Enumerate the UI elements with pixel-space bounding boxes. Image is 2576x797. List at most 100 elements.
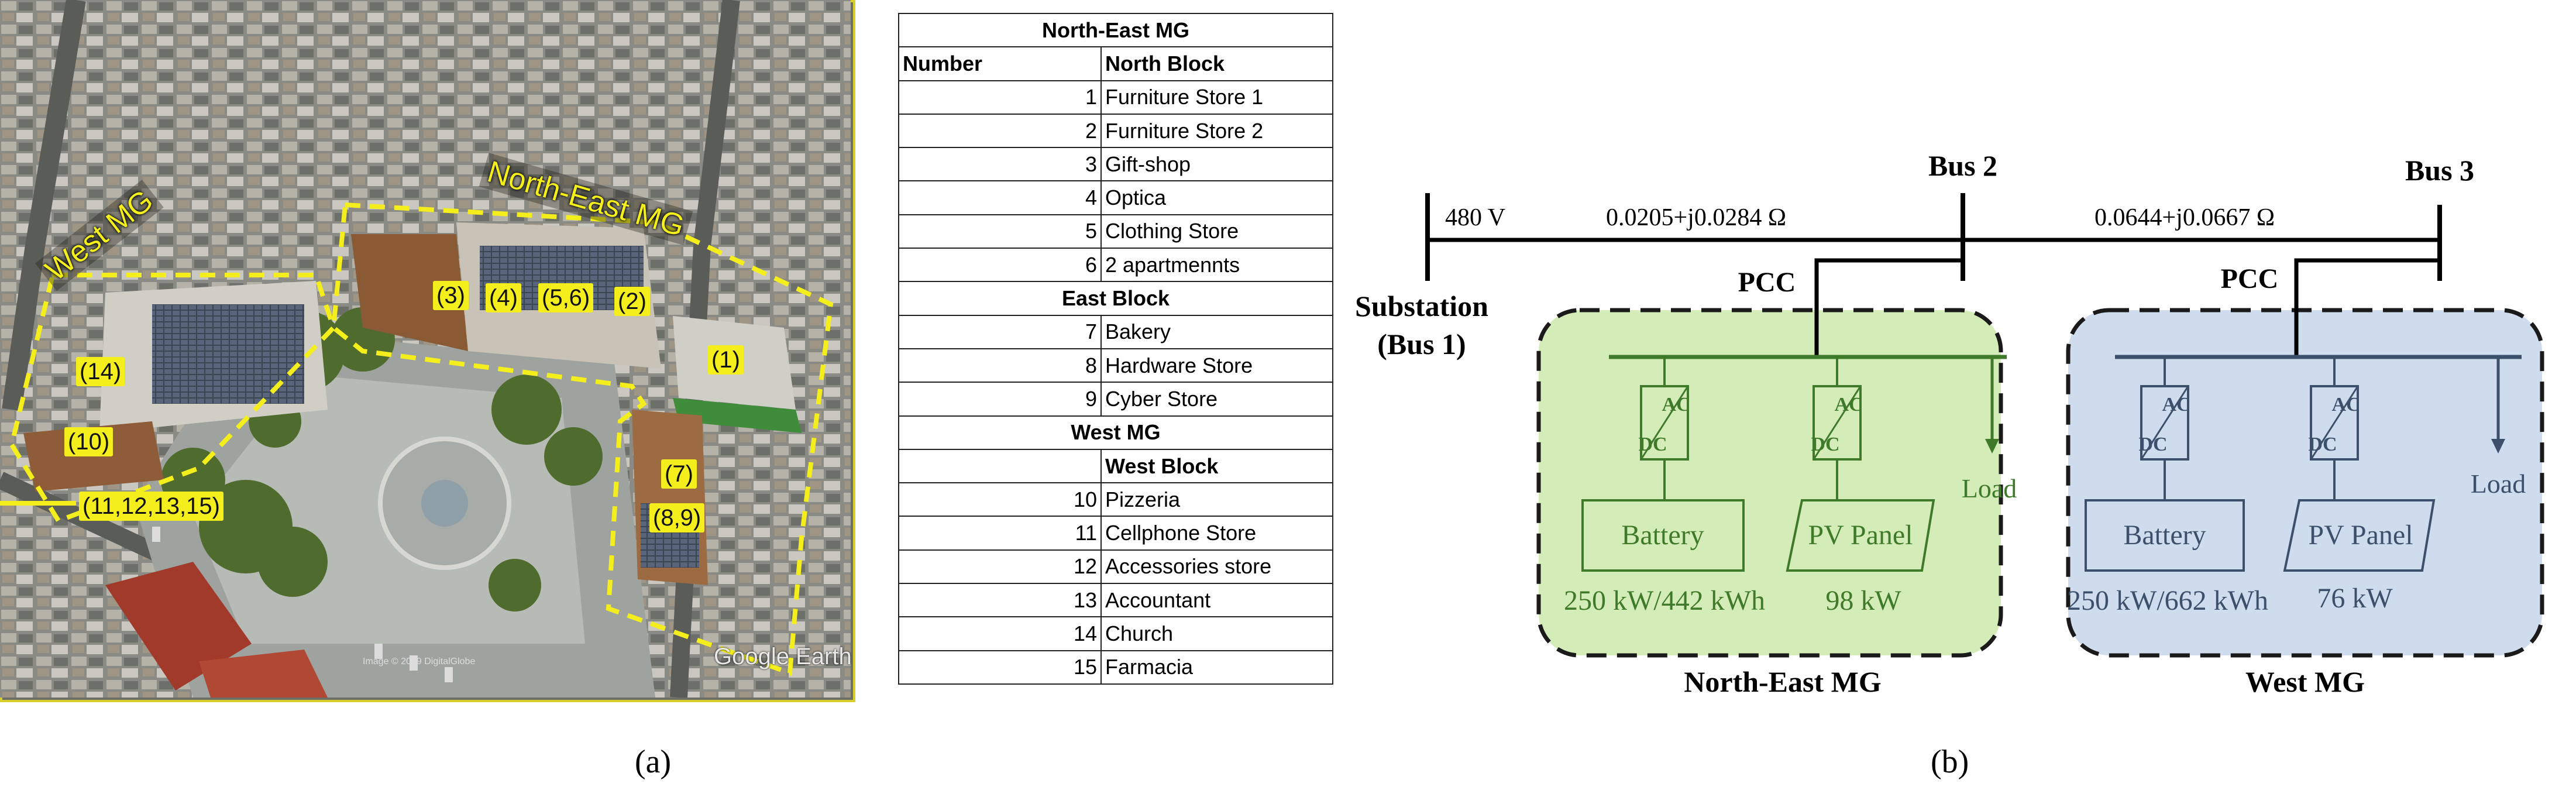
imagery-credit: Image © 2019 DigitalGlobe <box>363 657 476 667</box>
ne-pv-converter-dc: DC <box>1811 434 1839 455</box>
row-number: 3 <box>898 147 1102 182</box>
line-impedance-2-3: 0.0644+j0.0667 Ω <box>2094 204 2275 231</box>
ne-battery-converter-dc: DC <box>1638 434 1667 455</box>
building-label-3: (3) <box>433 281 469 310</box>
column-header-number: Number <box>898 46 1102 81</box>
pcc-label-west: PCC <box>2221 263 2279 294</box>
west-battery-converter-ac: AC <box>2162 394 2190 415</box>
west-battery-label: Battery <box>2123 520 2206 551</box>
one-line-diagram-svg: Bus 2 Bus 3 480 V 0.0205+j0.0284 Ω 0.064… <box>1355 149 2544 698</box>
table-row: West MG <box>898 415 1333 450</box>
pcc-label-ne: PCC <box>1738 267 1796 298</box>
table-row: East Block <box>898 281 1333 316</box>
row-name: Cellphone Store <box>1100 516 1333 551</box>
west-battery-box <box>2085 499 2245 572</box>
row-number: 10 <box>898 482 1102 517</box>
table-header-row: Number North Block <box>898 46 1333 81</box>
table-subheader-west-block: West Block <box>1100 448 1333 484</box>
microgrid-diagram: Bus 2 Bus 3 480 V 0.0205+j0.0284 Ω 0.064… <box>1346 135 2576 720</box>
building-label-5-6: (5,6) <box>538 283 594 312</box>
bus2-label: Bus 2 <box>1928 149 1997 182</box>
building-label-8-9: (8,9) <box>649 503 705 533</box>
caption-a: (a) <box>635 744 672 780</box>
ne-load-arrow <box>1985 439 1999 454</box>
row-name: Cyber Store <box>1100 382 1333 417</box>
building-label-2: (2) <box>614 287 650 316</box>
row-number: 8 <box>898 348 1102 383</box>
ne-pv-rating: 98 kW <box>1825 585 1901 616</box>
row-name: Furniture Store 1 <box>1100 80 1333 115</box>
west-pv-converter-dc: DC <box>2308 434 2337 455</box>
column-header-north-block: North Block <box>1100 46 1333 81</box>
row-name: Farmacia <box>1100 650 1333 685</box>
voltage-label: 480 V <box>1445 204 1505 231</box>
west-load-label: Load <box>2471 469 2526 499</box>
ne-battery-rating: 250 kW/442 kWh <box>1564 585 1765 616</box>
table-row: West Block <box>898 448 1333 484</box>
west-load-arrow <box>2491 439 2505 454</box>
ne-battery-converter-ac: AC <box>1662 394 1690 415</box>
building-label-10: (10) <box>64 427 114 456</box>
row-number: 7 <box>898 314 1102 349</box>
table-row: North-East MG <box>898 12 1333 48</box>
row-number: 1 <box>898 80 1102 115</box>
table-subheader-east-block: East Block <box>898 281 1333 316</box>
line-impedance-1-2: 0.0205+j0.0284 Ω <box>1606 204 1786 231</box>
west-pv-converter-ac: AC <box>2331 394 2360 415</box>
row-name: Gift-shop <box>1100 147 1333 182</box>
row-number: 4 <box>898 180 1102 215</box>
pcc-connector-ne <box>1814 258 1963 357</box>
row-number: 6 <box>898 248 1102 283</box>
west-battery-rating: 250 kW/662 kWh <box>2067 585 2268 616</box>
row-number: 2 <box>898 113 1102 149</box>
row-number: 12 <box>898 549 1102 585</box>
row-name: Furniture Store 2 <box>1100 113 1333 149</box>
west-mg-title: West MG <box>2245 665 2365 698</box>
google-earth-watermark: Google Earth <box>714 644 852 669</box>
caption-b: (b) <box>1931 744 1969 780</box>
ne-pv-panel-box <box>1786 499 1935 572</box>
ne-pv-converter-ac: AC <box>1834 394 1863 415</box>
building-label-4: (4) <box>486 283 521 312</box>
north-east-mg-title: North-East MG <box>1684 665 1881 698</box>
row-name: Church <box>1100 616 1333 651</box>
ne-battery-box <box>1581 499 1745 572</box>
west-battery-converter-dc: DC <box>2138 434 2167 455</box>
building-label-1: (1) <box>708 345 744 375</box>
aerial-image: North-East MG West MG (3) (4) (5,6) (2) … <box>0 0 855 702</box>
row-name: Optica <box>1100 180 1333 215</box>
row-number: 14 <box>898 616 1102 651</box>
empty-cell <box>898 448 1102 484</box>
ne-battery-label: Battery <box>1621 520 1704 551</box>
building-label-14: (14) <box>76 357 125 386</box>
ne-load-label: Load <box>1962 473 2017 503</box>
substation-label: Substation <box>1355 290 1488 322</box>
bus3-label: Bus 3 <box>2405 154 2474 187</box>
substation-bus1-label: (Bus 1) <box>1377 328 1466 360</box>
row-name: Clothing Store <box>1100 214 1333 249</box>
building-label-7: (7) <box>661 459 697 489</box>
row-name: Accessories store <box>1100 549 1333 585</box>
row-number: 5 <box>898 214 1102 249</box>
west-mg-box <box>2066 308 2544 658</box>
pcc-connector-west <box>2294 258 2440 357</box>
row-name: Bakery <box>1100 314 1333 349</box>
row-name: Accountant <box>1100 583 1333 618</box>
row-number: 11 <box>898 516 1102 551</box>
row-number: 9 <box>898 382 1102 417</box>
west-pv-panel-box <box>2283 499 2436 572</box>
